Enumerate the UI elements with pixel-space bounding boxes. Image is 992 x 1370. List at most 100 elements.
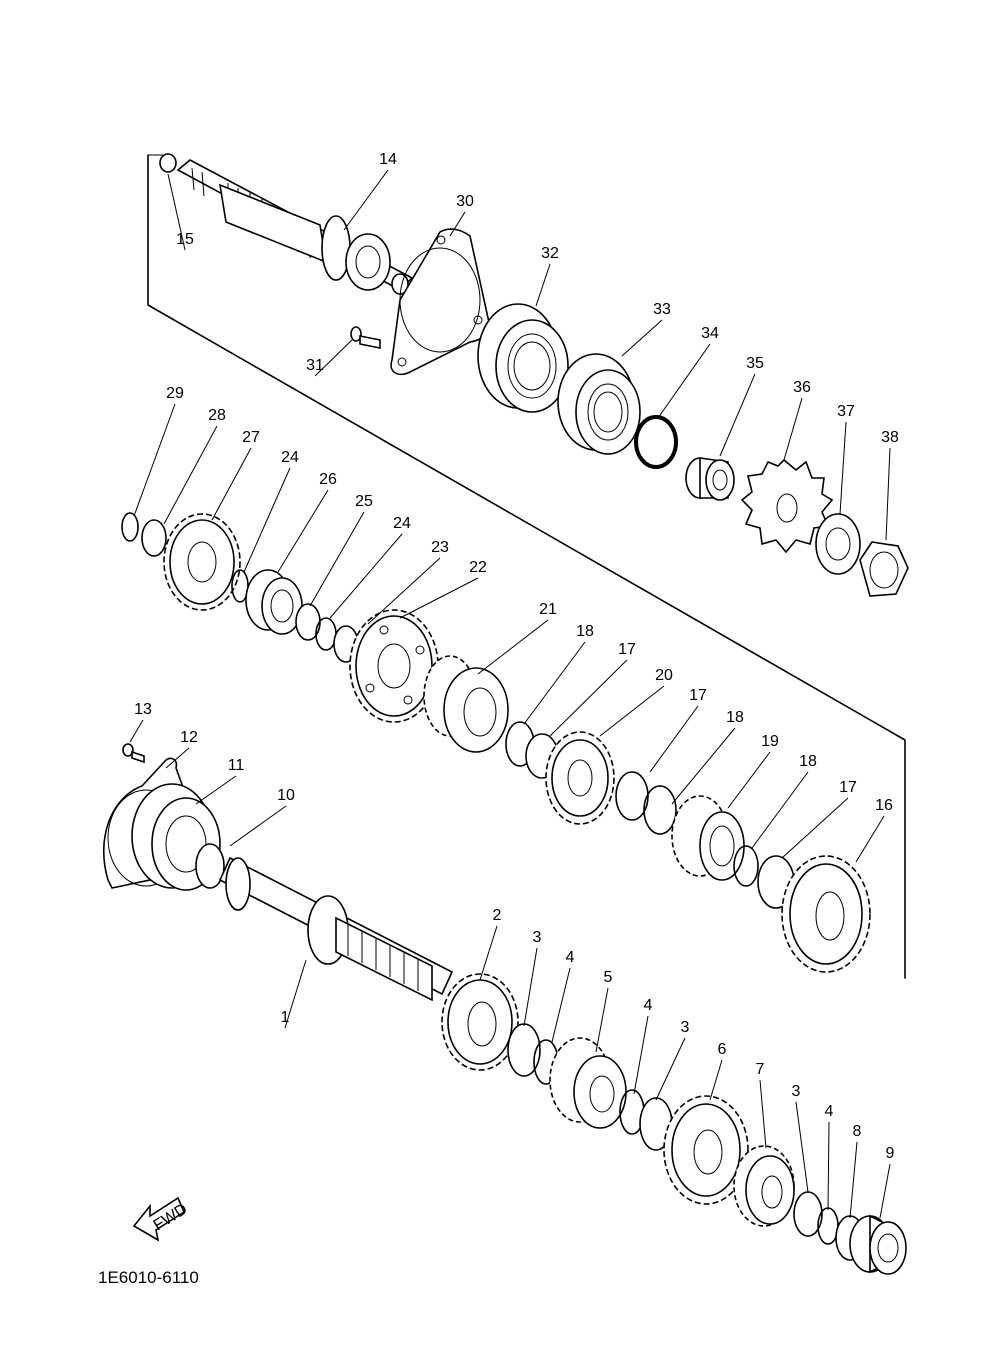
leader-line	[523, 947, 538, 1027]
lock-washer	[815, 513, 861, 575]
leader-line	[133, 403, 176, 517]
part-number-label: 29	[166, 385, 184, 402]
bearing-large	[477, 303, 569, 413]
leader-line	[229, 805, 287, 847]
part-number-label: 24	[281, 449, 299, 466]
leader-line	[195, 775, 237, 805]
leader-line	[549, 659, 628, 737]
leader-line	[657, 343, 711, 419]
part-number-label: 4	[825, 1103, 834, 1120]
o-ring	[634, 415, 678, 469]
leader-line	[879, 1163, 891, 1219]
leader-line	[479, 925, 498, 981]
part-number-label: 7	[756, 1061, 765, 1078]
leader-line	[783, 397, 803, 461]
part-number-label: 22	[469, 559, 487, 576]
leader-line	[621, 319, 663, 357]
part-number-label: 15	[176, 231, 194, 248]
leader-line	[795, 1101, 809, 1193]
leader-line	[129, 719, 144, 743]
leader-line	[655, 1037, 686, 1101]
part-number-label: 17	[839, 779, 857, 796]
leader-line	[211, 447, 252, 521]
leader-line	[827, 1121, 830, 1211]
part-number-label: 25	[355, 493, 373, 510]
leader-line	[163, 425, 218, 525]
gasket	[390, 228, 490, 376]
part-number-label: 23	[431, 539, 449, 556]
leader-line	[277, 489, 329, 573]
leader-line	[781, 797, 849, 859]
part-number-label: 8	[853, 1123, 862, 1140]
leader-line	[167, 173, 186, 251]
leader-line	[477, 619, 549, 675]
leader-line	[633, 1015, 649, 1095]
part-number-label: 5	[604, 969, 613, 986]
part-code: 1E6010-6110	[98, 1268, 199, 1287]
leader-line	[243, 467, 291, 573]
leader-line	[535, 263, 551, 307]
screw	[350, 326, 381, 349]
part-number-label: 28	[208, 407, 226, 424]
leader-line	[284, 959, 307, 1029]
part-number-label: 2	[493, 907, 502, 924]
leader-line	[523, 641, 586, 725]
part-number-label: 3	[533, 929, 542, 946]
fwd-arrow-icon: FWD	[132, 1196, 190, 1242]
part-number-label: 37	[837, 403, 855, 420]
leader-line	[165, 747, 190, 769]
bearing-medium	[557, 353, 641, 455]
part-number-label: 11	[228, 757, 245, 774]
part-number-label: 1	[281, 1009, 290, 1026]
part-number-label: 24	[393, 515, 411, 532]
collar	[685, 457, 735, 501]
part-number-label: 4	[644, 997, 653, 1014]
leader-line	[599, 685, 665, 737]
part-number-label: 32	[541, 245, 559, 262]
part-number-label: 20	[655, 667, 673, 684]
middle-row-parts	[121, 512, 871, 973]
assembly-frame	[147, 154, 906, 979]
part-number-label: 33	[653, 301, 671, 318]
nut	[859, 541, 909, 597]
leader-line	[399, 577, 479, 619]
leader-line	[839, 421, 847, 515]
part-number-label: 14	[379, 151, 397, 168]
part-number-label: 27	[242, 429, 260, 446]
part-number-label: 21	[539, 601, 557, 618]
part-number-label: 18	[799, 753, 817, 770]
part-number-label: 35	[746, 355, 764, 372]
part-number-label: 3	[792, 1083, 801, 1100]
leader-line	[649, 705, 699, 773]
leader-line	[885, 447, 891, 541]
leader-line	[849, 1141, 858, 1219]
part-number-label: 6	[718, 1041, 727, 1058]
part-number-label: 19	[761, 733, 779, 750]
part-number-label: 17	[689, 687, 707, 704]
leader-line	[709, 1059, 723, 1101]
part-number-label: 17	[618, 641, 636, 658]
leader-lines	[129, 169, 891, 1219]
part-number-label: 18	[726, 709, 744, 726]
part-number-label: 16	[875, 797, 893, 814]
part-number-label: 26	[319, 471, 337, 488]
leader-line	[759, 1079, 767, 1149]
part-number-label: 30	[456, 193, 474, 210]
part-number-label: 38	[881, 429, 899, 446]
part-number-label: 36	[793, 379, 811, 396]
leader-line	[551, 967, 571, 1043]
leader-line	[751, 771, 809, 849]
part-number-label: 31	[306, 357, 324, 374]
lower-shaft-parts	[103, 743, 907, 1275]
leader-line	[449, 211, 466, 237]
leader-line	[855, 815, 885, 863]
part-number-label: 34	[701, 325, 719, 342]
part-number-label: 9	[886, 1145, 895, 1162]
leader-line	[727, 751, 771, 809]
leader-line	[309, 511, 365, 607]
sprocket	[740, 458, 834, 554]
part-number-label: 13	[134, 701, 152, 718]
leader-line	[343, 169, 389, 231]
part-number-label: 12	[180, 729, 198, 746]
